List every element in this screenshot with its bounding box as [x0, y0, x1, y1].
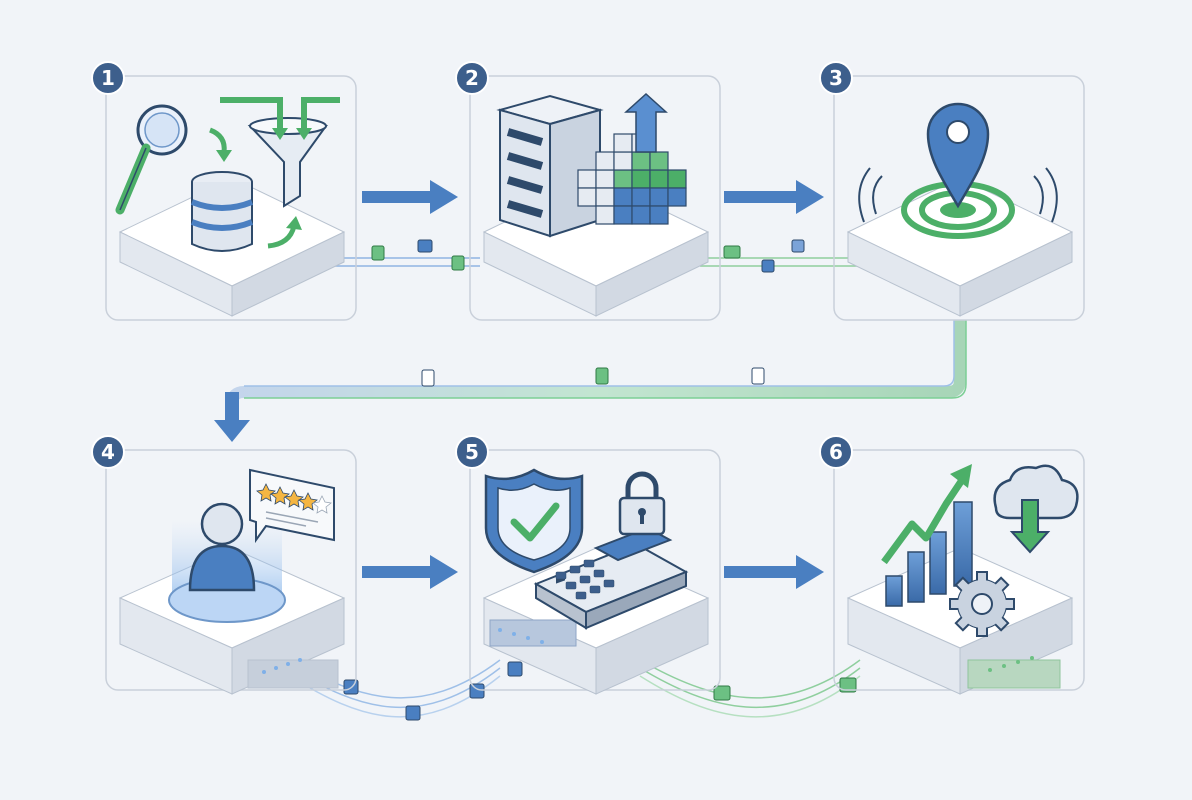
- step-2-number: 2: [465, 66, 479, 90]
- step-4-badge: 4: [91, 435, 125, 469]
- arrow-step4-to-step5: [362, 555, 458, 589]
- step-4-number: 4: [101, 440, 115, 464]
- location-pin-icon: [858, 102, 1058, 239]
- step-5-panel: 5: [455, 435, 721, 695]
- step-5-badge: 5: [455, 435, 489, 469]
- data-collection-icon: [115, 97, 340, 252]
- step-1-badge: 1: [91, 61, 125, 95]
- step-1-panel: 1: [91, 61, 357, 321]
- step-6-number: 6: [829, 440, 843, 464]
- analytics-growth-icon: [881, 464, 1079, 637]
- step-6-panel: 6: [819, 435, 1085, 695]
- step-1-number: 1: [101, 66, 115, 90]
- platform-led-lights: [262, 628, 1034, 674]
- step-3-number: 3: [829, 66, 843, 90]
- flow-arrows: [362, 180, 824, 589]
- user-review-icon: [168, 468, 335, 623]
- arrow-step2-to-step3: [724, 180, 824, 214]
- secure-payment-terminal-icon: [484, 468, 689, 630]
- step-2-panel: 2: [455, 61, 721, 321]
- step-3-panel: 3: [819, 61, 1085, 321]
- return-arrow-head: [214, 420, 250, 442]
- data-stream-return: [214, 320, 967, 442]
- step-3-badge: 3: [819, 61, 853, 95]
- step-5-number: 5: [465, 440, 479, 464]
- step-4-panel: 4: [91, 435, 357, 695]
- data-packets: [305, 239, 857, 721]
- arrow-step1-to-step2: [362, 180, 458, 214]
- step-6-badge: 6: [819, 435, 853, 469]
- step-2-badge: 2: [455, 61, 489, 95]
- server-storage-icon: [496, 92, 687, 238]
- arrow-step5-to-step6: [724, 555, 824, 589]
